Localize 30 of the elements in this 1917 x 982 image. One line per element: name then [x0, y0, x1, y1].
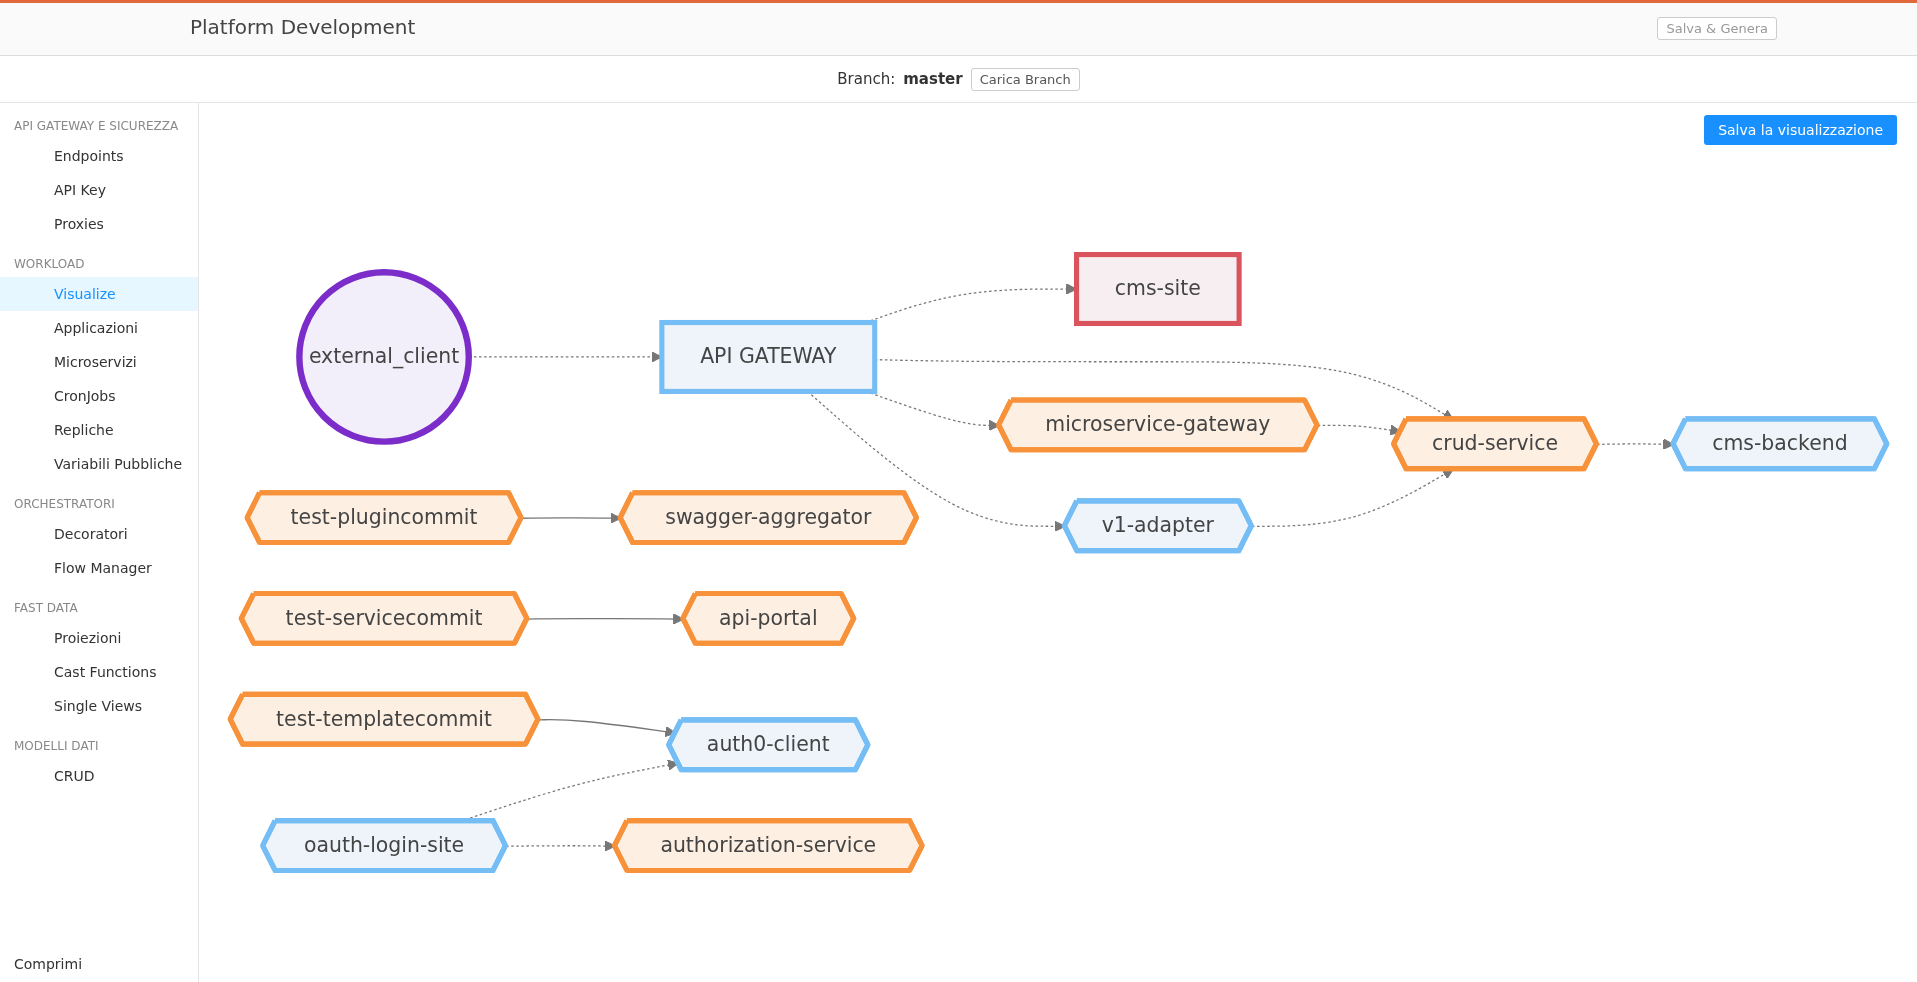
branch-name: master — [903, 70, 963, 88]
branch-label: Branch: — [837, 70, 896, 88]
menu-item: CronJobs — [53, 387, 117, 406]
page-title: Platform Development — [190, 15, 416, 39]
node-box: cms-site — [1074, 252, 1242, 327]
section-heading: FAST DATA — [13, 600, 79, 617]
menu-item: API Key — [53, 181, 107, 200]
node-circle: external_client — [296, 269, 472, 445]
load-branch-button: Carica Branch — [970, 67, 1080, 91]
menu-item: Proiezioni — [53, 629, 123, 648]
menu-item: Microservizi — [53, 353, 138, 372]
node-box: API GATEWAY — [659, 319, 878, 394]
menu-item: Applicazioni — [53, 319, 139, 338]
menu-item: Single Views — [53, 697, 143, 716]
collapse-link: Comprimi — [14, 956, 83, 972]
menu-item: CRUD — [53, 767, 96, 786]
save-button: Salva & Genera — [1657, 17, 1777, 40]
section-heading: WORKLOAD — [13, 256, 86, 273]
section-heading: ORCHESTRATORI — [13, 496, 116, 513]
menu-item: Flow Manager — [53, 559, 153, 578]
section-heading: MODELLI DATI — [13, 738, 100, 755]
menu-item: Decoratori — [53, 525, 129, 544]
save-view-button: Salva la visualizzazione — [1704, 115, 1897, 145]
menu-item: Repliche — [53, 421, 115, 440]
menu-item: Variabili Pubbliche — [53, 455, 184, 474]
section-heading: API GATEWAY E SICUREZZA — [13, 118, 180, 135]
menu-item: Visualize — [0, 277, 198, 311]
menu-item: Proxies — [53, 215, 105, 234]
menu-item: Endpoints — [53, 147, 125, 166]
menu-item: Cast Functions — [53, 663, 158, 682]
